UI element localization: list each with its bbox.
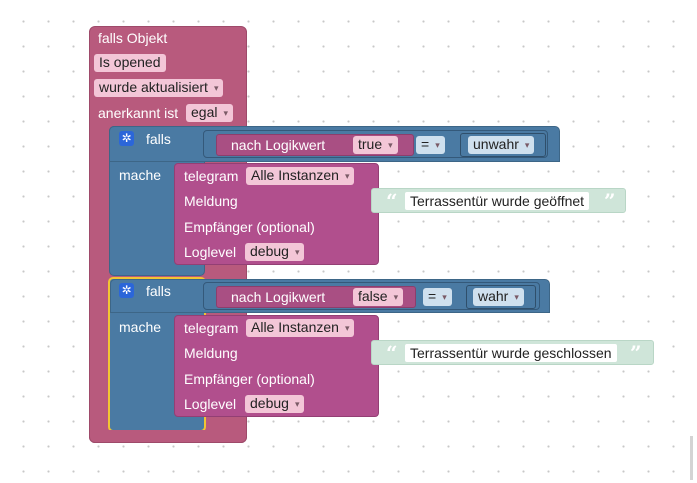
- ack-label: anerkannt ist: [98, 105, 179, 121]
- if-1-left-value-dropdown[interactable]: true: [353, 136, 398, 154]
- telegram-1-label: telegram: [184, 168, 239, 184]
- telegram-2-loglevel-dropdown[interactable]: debug: [245, 395, 305, 413]
- telegram-2-message-label: Meldung: [184, 345, 238, 361]
- telegram-2-instance-dropdown[interactable]: Alle Instanzen: [246, 319, 355, 337]
- text-2-value[interactable]: Terrassentür wurde geschlossen: [405, 344, 617, 362]
- event-title: falls Objekt: [98, 30, 168, 46]
- text-1-value[interactable]: Terrassentür wurde geöffnet: [405, 192, 590, 210]
- if-1-mache-label: mache: [119, 167, 162, 183]
- workspace-scrollbar[interactable]: [690, 436, 693, 480]
- quote-icon: “: [386, 189, 398, 213]
- telegram-1-loglevel-label: Loglevel: [184, 244, 237, 260]
- if-2-mache-label: mache: [119, 319, 162, 335]
- quote-icon: ”: [630, 341, 642, 365]
- ack-dropdown[interactable]: egal: [186, 104, 233, 122]
- object-id-field[interactable]: Is opened: [94, 54, 166, 72]
- telegram-2-loglevel-label: Loglevel: [184, 396, 237, 412]
- telegram-1-instance-dropdown[interactable]: Alle Instanzen: [246, 167, 355, 185]
- if-2-right-value-dropdown[interactable]: wahr: [473, 288, 524, 306]
- if-1-right-value-dropdown[interactable]: unwahr: [468, 136, 535, 154]
- telegram-2-label: telegram: [184, 320, 239, 336]
- if-2-left-value-dropdown[interactable]: false: [353, 288, 404, 306]
- if-2-falls-label: falls: [146, 283, 171, 299]
- if-2-operator-dropdown[interactable]: =: [423, 288, 452, 306]
- if-1-operator-dropdown[interactable]: =: [416, 136, 445, 154]
- telegram-2-recipient-label: Empfänger (optional): [184, 371, 315, 387]
- if-1-falls-label: falls: [146, 131, 171, 147]
- gear-icon[interactable]: ✲: [119, 283, 134, 298]
- telegram-1-message-label: Meldung: [184, 193, 238, 209]
- telegram-1-recipient-label: Empfänger (optional): [184, 219, 315, 235]
- event-block-footer: [89, 430, 247, 443]
- gear-icon[interactable]: ✲: [119, 131, 134, 146]
- telegram-1-loglevel-dropdown[interactable]: debug: [245, 243, 305, 261]
- if-1-convert-label: nach Logikwert: [231, 137, 326, 153]
- trigger-dropdown[interactable]: wurde aktualisiert: [94, 79, 224, 97]
- if-2-convert-label: nach Logikwert: [231, 289, 326, 305]
- quote-icon: ”: [604, 189, 616, 213]
- quote-icon: “: [386, 341, 398, 365]
